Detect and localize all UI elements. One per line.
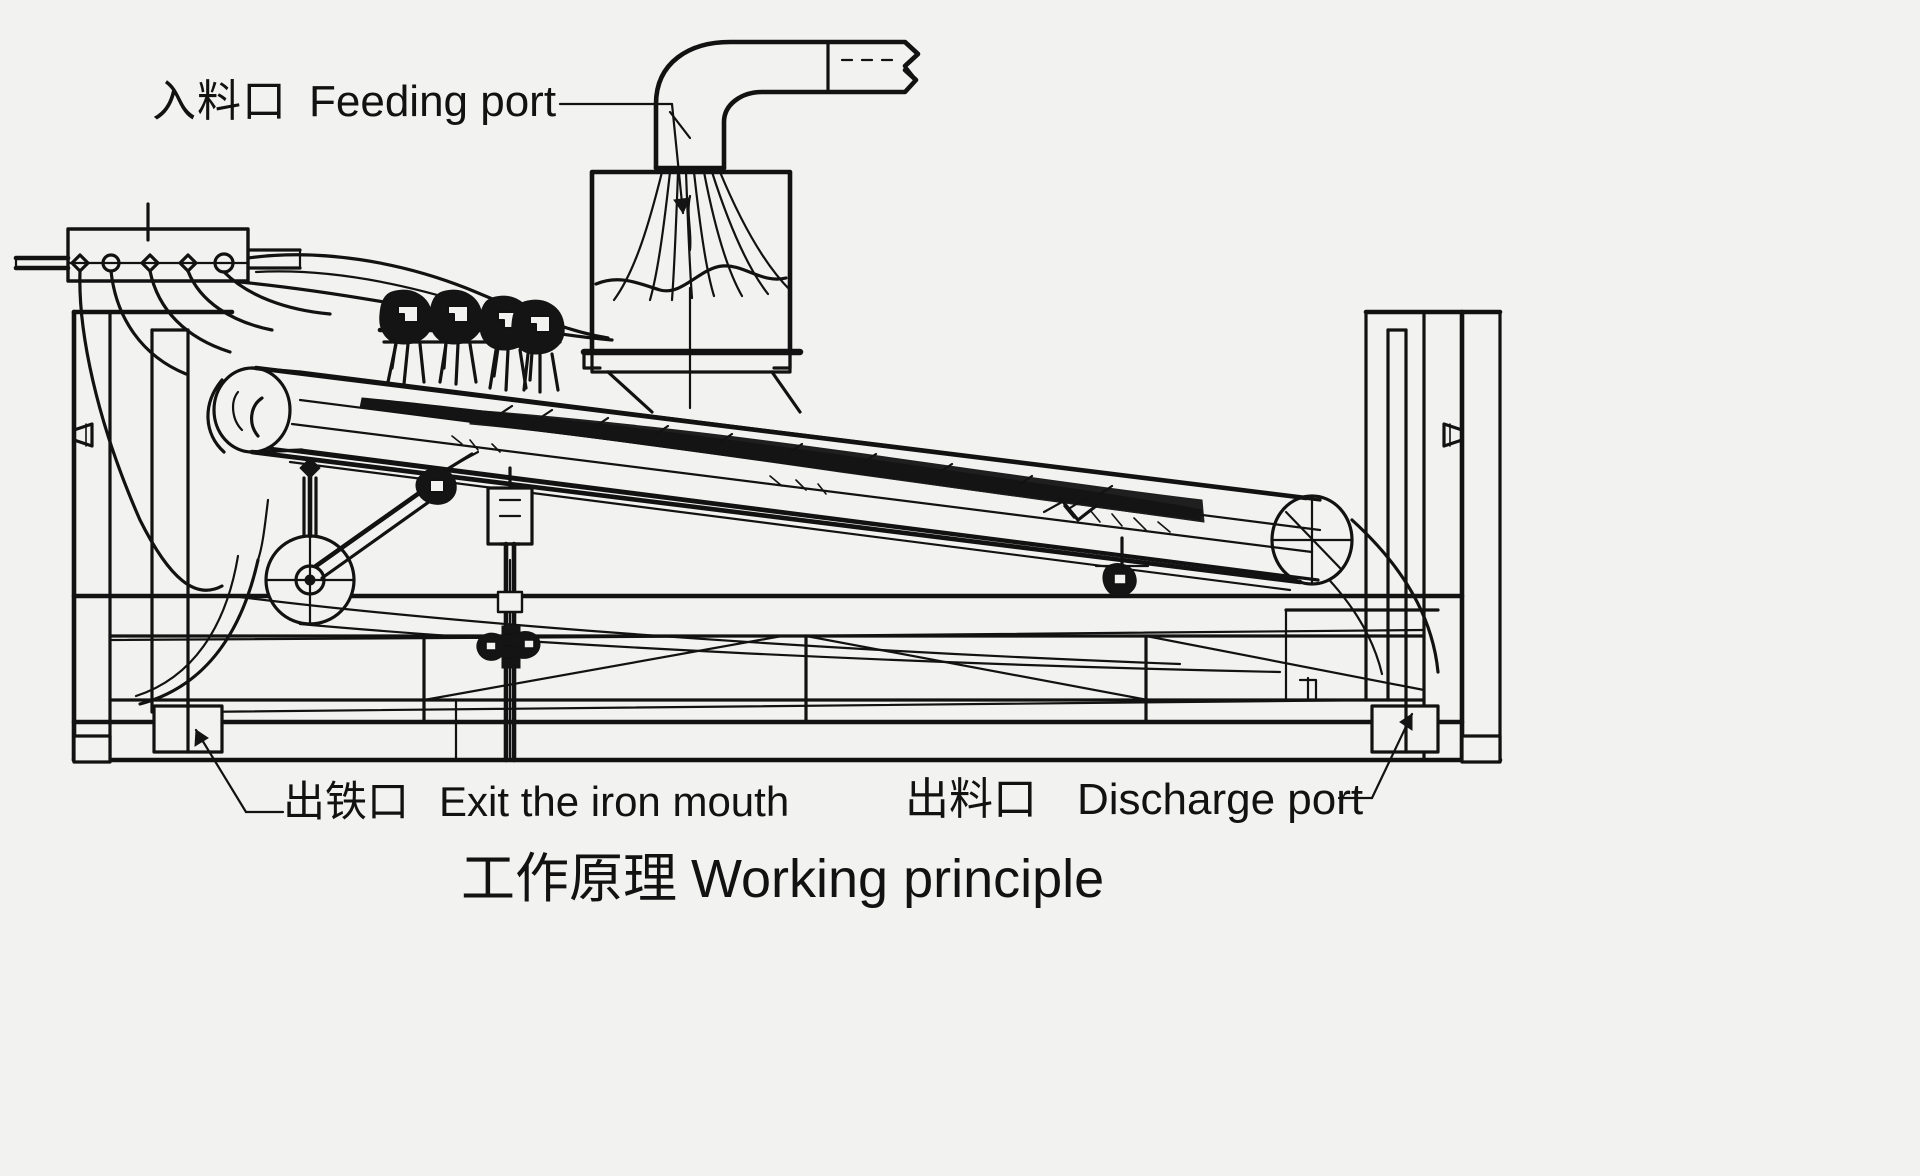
drive-pulley-assembly [230,450,1282,674]
inclined-conveyor-belt [206,365,1354,592]
label-feeding-port-en: Feeding port [309,77,557,126]
dark-ore-layer [359,397,1205,533]
nozzle-head-assembly [377,289,565,394]
adjuster-handwheel [476,625,541,669]
belt-scraper [1042,496,1098,522]
nozzle-head [379,289,433,386]
label-feeding-port-cn: 入料口 [152,76,287,127]
nozzle-head [511,299,565,394]
control-manifold [13,202,614,592]
falling-material-stream [612,170,792,302]
label-discharge-port-en: Discharge port [1077,775,1364,824]
label-discharge-port-cn: 出料口 [905,774,1037,825]
label-exit-iron-mouth-en: Exit the iron mouth [439,778,790,825]
curved-inlet-duct [653,39,921,171]
belt-idler-roller [1094,536,1150,597]
label-exit-iron-mouth-cn: 出铁口 [283,777,410,826]
center-adjuster-shaft [476,466,541,763]
iron-discharge-chute [134,498,270,706]
diagram-title-cn: 工作原理 [461,847,677,910]
diagram-title-en: Working principle [691,849,1105,909]
leader-lines [194,102,1414,814]
nozzle-head [429,289,483,386]
